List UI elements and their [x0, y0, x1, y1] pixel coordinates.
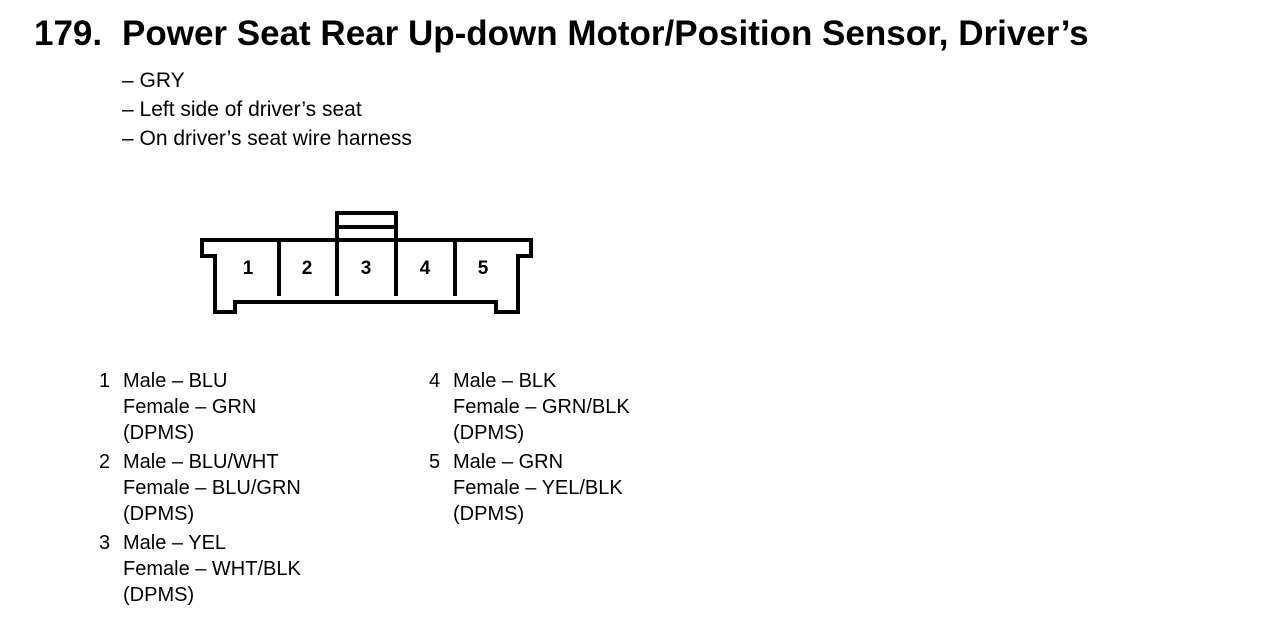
pin-female-wire: Female – GRN/BLK	[453, 396, 630, 418]
pin-item-3: 3 Male – YEL Female – WHT/BLK (DPMS)	[99, 530, 301, 608]
connector-outline	[200, 238, 533, 314]
title-number: 179.	[34, 14, 103, 53]
pin-female-wire: Female – GRN	[123, 396, 257, 418]
pin-male-wire: Male – BLU/WHT	[123, 451, 279, 473]
pin-male-wire: Male – BLK	[453, 370, 557, 392]
cavity-label-4: 4	[420, 258, 431, 279]
cavity-label-3: 3	[361, 258, 372, 279]
pin-item-1: 1 Male – BLU Female – GRN (DPMS)	[99, 368, 301, 446]
cavity-label-5: 5	[478, 258, 489, 279]
page-title: 179. Power Seat Rear Up-down Motor/Positi…	[34, 12, 1089, 56]
pin-item-4: 4 Male – BLK Female – GRN/BLK (DPMS)	[429, 368, 630, 446]
connector-diagram: 1 2 3 4 5	[200, 211, 533, 314]
pin-female-wire: Female – BLU/GRN	[123, 477, 301, 499]
pin-number: 5	[429, 451, 441, 473]
pin-item-5: 5 Male – GRN Female – YEL/BLK (DPMS)	[429, 449, 630, 527]
pin-male-wire: Male – GRN	[453, 451, 564, 473]
pin-item-2: 2 Male – BLU/WHT Female – BLU/GRN (DPMS)	[99, 449, 301, 527]
note-location: – Left side of driver’s seat	[122, 98, 362, 121]
pin-note: (DPMS)	[453, 422, 525, 444]
pin-note: (DPMS)	[123, 584, 195, 606]
pin-number: 4	[429, 370, 441, 392]
title-text: Power Seat Rear Up-down Motor/Position S…	[122, 14, 1089, 53]
pin-note: (DPMS)	[123, 503, 195, 525]
pin-female-wire: Female – WHT/BLK	[123, 558, 301, 580]
cavity-label-2: 2	[302, 258, 313, 279]
cavity-label-1: 1	[243, 258, 254, 279]
pin-note: (DPMS)	[453, 503, 525, 525]
pin-female-wire: Female – YEL/BLK	[453, 477, 623, 499]
pin-male-wire: Male – BLU	[123, 370, 228, 392]
pin-note: (DPMS)	[123, 422, 195, 444]
note-color: – GRY	[122, 69, 185, 92]
connector-notes: – GRY – Left side of driver’s seat – On …	[122, 66, 412, 153]
pin-number: 1	[99, 370, 111, 392]
pin-list-left: 1 Male – BLU Female – GRN (DPMS) 2 Male …	[99, 368, 301, 611]
pin-number: 3	[99, 532, 111, 554]
pin-number: 2	[99, 451, 111, 473]
pin-list-right: 4 Male – BLK Female – GRN/BLK (DPMS) 5 M…	[429, 368, 630, 530]
pin-male-wire: Male – YEL	[123, 532, 227, 554]
note-harness: – On driver’s seat wire harness	[122, 127, 412, 150]
